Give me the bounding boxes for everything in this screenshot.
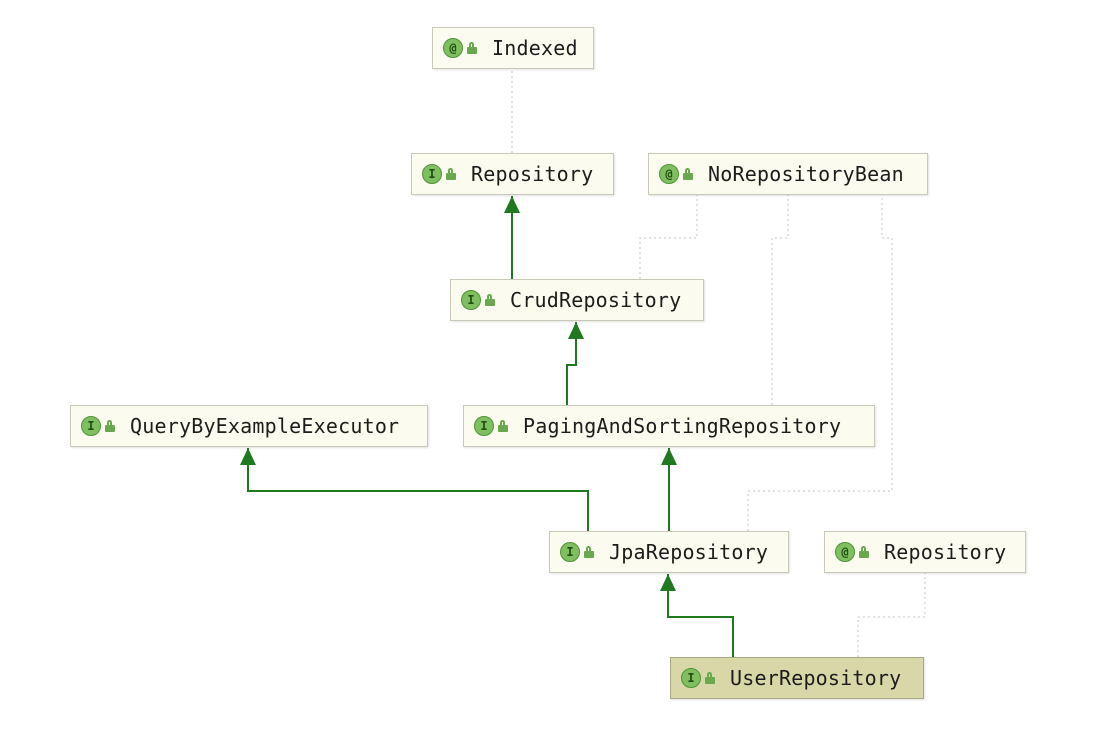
node-no-repository-bean[interactable]: @ NoRepositoryBean xyxy=(648,153,928,195)
annotation-icon: @ xyxy=(835,542,855,562)
node-query-by-example-executor[interactable]: I QueryByExampleExecutor xyxy=(70,405,428,447)
annotation-edge-user_repository-to-repository_annotation xyxy=(857,573,926,657)
public-access-lock-icon xyxy=(683,167,694,181)
public-access-lock-icon xyxy=(485,293,496,307)
arrowhead-paging_and_sorting_repository-to-crud_repository xyxy=(568,322,584,339)
node-label: Indexed xyxy=(492,36,578,60)
public-access-lock-icon xyxy=(498,419,509,433)
extends-edge-jpa_repository-to-query_by_example_executor xyxy=(247,448,589,531)
node-label: QueryByExampleExecutor xyxy=(130,414,400,438)
arrowhead-user_repository-to-jpa_repository xyxy=(660,574,676,591)
interface-icon: I xyxy=(81,416,101,436)
public-access-lock-icon xyxy=(467,41,478,55)
node-label: PagingAndSortingRepository xyxy=(523,414,842,438)
arrowhead-crud_repository-to-repository xyxy=(504,196,520,213)
annotation-edge-crud_repository-to-no_repository_bean xyxy=(639,195,698,279)
public-access-lock-icon xyxy=(705,671,716,685)
node-indexed[interactable]: @ Indexed xyxy=(432,27,594,69)
annotation-edge-jpa_repository-to-no_repository_bean xyxy=(747,195,893,531)
node-paging-and-sorting-repository[interactable]: I PagingAndSortingRepository xyxy=(463,405,875,447)
annotation-icon: @ xyxy=(443,38,463,58)
node-label: CrudRepository xyxy=(510,288,682,312)
node-crud-repository[interactable]: I CrudRepository xyxy=(450,279,704,321)
public-access-lock-icon xyxy=(859,545,870,559)
annotation-icon: @ xyxy=(659,164,679,184)
arrowhead-jpa_repository-to-paging_and_sorting_repository xyxy=(661,448,677,465)
public-access-lock-icon xyxy=(446,167,457,181)
arrowhead-jpa_repository-to-query_by_example_executor xyxy=(240,448,256,465)
node-label: JpaRepository xyxy=(609,540,769,564)
public-access-lock-icon xyxy=(584,545,595,559)
public-access-lock-icon xyxy=(105,419,116,433)
interface-icon: I xyxy=(474,416,494,436)
interface-icon: I xyxy=(560,542,580,562)
extends-edge-paging_and_sorting_repository-to-crud_repository xyxy=(566,322,577,405)
node-label: UserRepository xyxy=(730,666,902,690)
node-user-repository[interactable]: I UserRepository xyxy=(670,657,924,699)
extends-edge-user_repository-to-jpa_repository xyxy=(667,574,734,657)
node-label: Repository xyxy=(471,162,594,186)
interface-icon: I xyxy=(422,164,442,184)
node-label: NoRepositoryBean xyxy=(708,162,904,186)
node-label: Repository xyxy=(884,540,1007,564)
interface-icon: I xyxy=(461,290,481,310)
node-repository-annotation[interactable]: @ Repository xyxy=(824,531,1026,573)
interface-icon: I xyxy=(681,668,701,688)
node-repository[interactable]: I Repository xyxy=(411,153,614,195)
annotation-edge-paging_and_sorting_repository-to-no_repository_bean xyxy=(771,195,789,405)
node-jpa-repository[interactable]: I JpaRepository xyxy=(549,531,789,573)
